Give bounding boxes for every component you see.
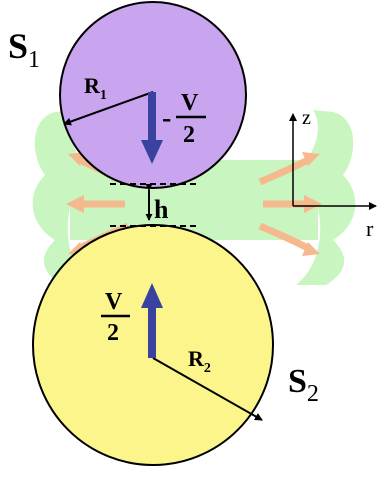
label-r1: R1 bbox=[84, 73, 107, 103]
radius-line-s1 bbox=[63, 91, 154, 126]
flow-arrow-right-middle bbox=[263, 195, 322, 213]
velocity-arrow-down bbox=[141, 92, 163, 164]
flow-arrow-left-middle bbox=[66, 195, 125, 213]
radius-line-s2 bbox=[152, 357, 263, 421]
flow-arrow-right-bottom bbox=[258, 222, 320, 256]
velocity-top-numerator: V bbox=[181, 90, 199, 116]
label-gap: h bbox=[154, 195, 169, 224]
velocity-bottom-denominator: 2 bbox=[107, 320, 119, 346]
velocity-arrow-up bbox=[141, 283, 163, 358]
velocity-bottom-numerator: V bbox=[105, 289, 123, 315]
label-r2: R2 bbox=[188, 346, 211, 376]
velocity-top-sign: - bbox=[162, 103, 171, 134]
label-r-axis: r bbox=[366, 216, 374, 241]
velocity-top-denominator: 2 bbox=[183, 122, 195, 148]
flow-arrow-right-top bbox=[258, 152, 320, 186]
label-z-axis: z bbox=[302, 107, 311, 129]
label-s2: S2 bbox=[288, 363, 319, 407]
label-s1: S1 bbox=[8, 26, 40, 73]
